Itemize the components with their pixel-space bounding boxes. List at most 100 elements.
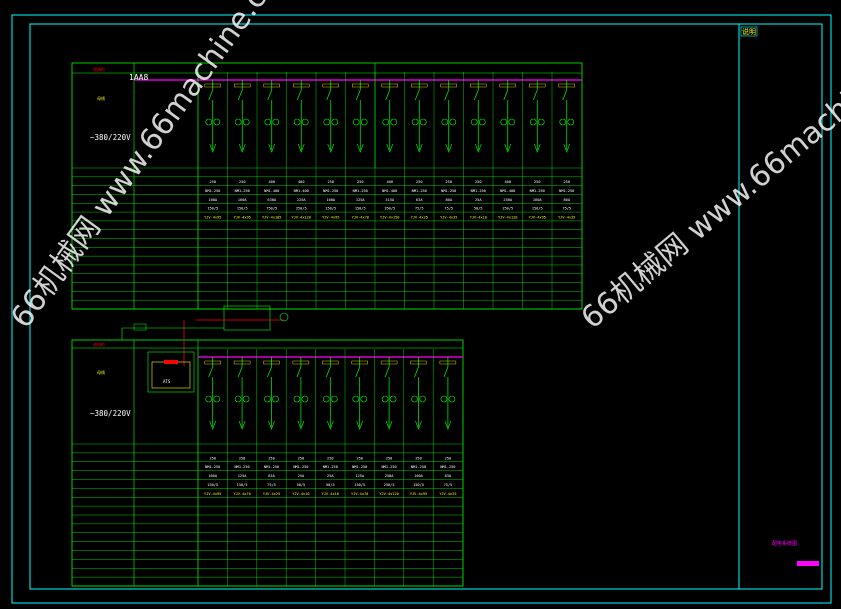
p2-circuit-cap: 250 bbox=[239, 456, 246, 460]
p1-circuit-cap: 400 bbox=[269, 180, 276, 184]
p1-ct-icon bbox=[293, 118, 301, 126]
p2-circuit-breaker: NM1-250 bbox=[235, 465, 250, 469]
p1-circuit-setting: 160A bbox=[238, 198, 247, 202]
p2-circuit-setting: 25A bbox=[327, 474, 334, 478]
p1-ct-icon bbox=[559, 118, 567, 126]
p2-breaker-icon bbox=[325, 366, 331, 378]
p1-tag-icon bbox=[263, 83, 280, 88]
panel-1-data-rows bbox=[72, 167, 582, 310]
p2-circuit-cable: YJV-4x70 bbox=[233, 492, 250, 496]
p1-circuit-breaker: NM1-250 bbox=[471, 189, 486, 193]
p1-breaker-icon bbox=[355, 89, 361, 101]
title-block-swatch bbox=[797, 561, 819, 566]
p1-circuit-setting: 315A bbox=[385, 198, 394, 202]
p2-circuit-setting: 63A bbox=[445, 474, 452, 478]
p2-ct-icon bbox=[448, 395, 456, 403]
p1-circuit-cable: YJV-4x120 bbox=[498, 215, 517, 219]
p2-circuit-cable: YJV-4x10 bbox=[292, 492, 309, 496]
p1-circuit-setting: 80A bbox=[446, 198, 453, 202]
p1-breaker-icon bbox=[237, 89, 243, 101]
p1-circuit-breaker: NM1-250 bbox=[559, 189, 574, 193]
p2-circuit-cable: YJV-4x95 bbox=[410, 492, 427, 496]
p1-circuit-ct: 750/5 bbox=[266, 207, 277, 211]
p2-tag-icon bbox=[292, 360, 310, 365]
p1-ct-icon bbox=[478, 118, 486, 126]
p1-arrow-icon bbox=[268, 143, 276, 153]
panel-1: 1AA8 进线柜 ~380/220V 母线 250NM1-250160A150/… bbox=[71, 62, 583, 310]
p1-breaker-icon bbox=[296, 89, 302, 101]
p1-circuit-cable: YJV-4x25 bbox=[411, 215, 428, 219]
p2-circuit-setting: 160A bbox=[414, 474, 423, 478]
p1-ct-icon bbox=[331, 118, 339, 126]
p1-circuit-breaker: NM1-250 bbox=[412, 189, 427, 193]
p1-ct-icon bbox=[234, 118, 242, 126]
p1-circuit-cable: YJV-4x70 bbox=[352, 215, 369, 219]
p1-arrow-icon bbox=[504, 143, 512, 153]
p1-ct-icon bbox=[323, 118, 331, 126]
title-block-top-label: 说明 bbox=[742, 27, 756, 36]
panel-2-header-left: 进线柜 bbox=[93, 341, 105, 347]
p1-circuit-cable: YJV-4x150 bbox=[380, 215, 399, 219]
p2-circuit-breaker: NM1-250 bbox=[411, 465, 426, 469]
p1-breaker-icon bbox=[562, 89, 568, 101]
p1-breaker-icon bbox=[385, 89, 391, 101]
p1-circuit-cap: 250 bbox=[534, 180, 541, 184]
p2-circuit-ct: 150/5 bbox=[354, 483, 365, 487]
p1-breaker-icon bbox=[326, 89, 332, 101]
p1-circuit-ct: 150/5 bbox=[237, 207, 248, 211]
p1-circuit-ct: 250/5 bbox=[502, 207, 513, 211]
p2-circuit-cap: 250 bbox=[298, 456, 305, 460]
watermark-left: 66机械网 www.66machine.com bbox=[4, 0, 302, 335]
p1-ct-icon bbox=[360, 118, 368, 126]
p2-ct-icon bbox=[242, 395, 250, 403]
p2-circuit-cap: 250 bbox=[209, 456, 216, 460]
p2-breaker-icon bbox=[296, 366, 302, 378]
p1-circuit-setting: 63A bbox=[416, 198, 423, 202]
p1-circuit-cap: 250 bbox=[564, 180, 571, 184]
p1-breaker-icon bbox=[267, 89, 273, 101]
p2-circuit-ct: 250/5 bbox=[384, 483, 395, 487]
outer-frame bbox=[11, 14, 832, 604]
p1-circuit-setting: 160A bbox=[208, 198, 217, 202]
p2-arrow-icon bbox=[268, 420, 275, 430]
p2-tag-icon bbox=[410, 360, 427, 365]
p1-ct-icon bbox=[301, 118, 309, 126]
p1-arrow-icon bbox=[356, 143, 364, 153]
p2-breaker-icon bbox=[355, 366, 361, 378]
p2-circuit-breaker: NM1-250 bbox=[352, 465, 367, 469]
p1-circuit-setting: 225A bbox=[297, 198, 306, 202]
panel-2: 进线柜 ~380/220V 母线 ATS 250NM1-250160A150/5… bbox=[71, 339, 464, 587]
p2-ct-icon bbox=[301, 395, 309, 403]
p2-ct-icon bbox=[381, 395, 389, 403]
p2-breaker-icon bbox=[384, 366, 390, 378]
p2-circuit-setting: 160A bbox=[208, 474, 217, 478]
p1-tag-icon bbox=[529, 83, 546, 88]
panel-1-header-left: 进线柜 bbox=[93, 66, 105, 72]
p2-arrow-icon bbox=[209, 420, 216, 430]
p1-circuit-breaker: NM1-400 bbox=[382, 189, 397, 193]
p1-circuit-breaker: NM1-250 bbox=[353, 189, 368, 193]
p2-circuit-ct: 75/5 bbox=[267, 483, 276, 487]
p2-circuit-ct: 150/5 bbox=[413, 483, 424, 487]
p1-circuit-breaker: NM1-400 bbox=[500, 189, 515, 193]
p2-circuit-ct: 150/5 bbox=[207, 483, 218, 487]
p2-ct-icon bbox=[389, 395, 397, 403]
p2-breaker-icon bbox=[443, 366, 449, 378]
p1-circuit-ct: 150/5 bbox=[355, 207, 366, 211]
p2-ct-icon bbox=[322, 395, 330, 403]
p1-ct-icon bbox=[213, 118, 221, 126]
panel-1-voltage: ~380/220V bbox=[90, 133, 131, 142]
p1-arrow-icon bbox=[533, 143, 541, 153]
p2-circuit-breaker: NM1-250 bbox=[264, 465, 279, 469]
title-block-top-box bbox=[740, 26, 758, 37]
p1-circuit-ct: 150/5 bbox=[532, 207, 543, 211]
p1-circuit-cable: YJV-4x95 bbox=[322, 215, 339, 219]
p2-circuit-setting: 125A bbox=[238, 474, 247, 478]
p1-circuit-ct: 75/5 bbox=[415, 207, 424, 211]
p1-arrow-icon bbox=[238, 143, 246, 153]
p1-circuit-ct: 250/5 bbox=[296, 207, 307, 211]
p1-circuit-cable: YJV-4x120 bbox=[292, 215, 311, 219]
